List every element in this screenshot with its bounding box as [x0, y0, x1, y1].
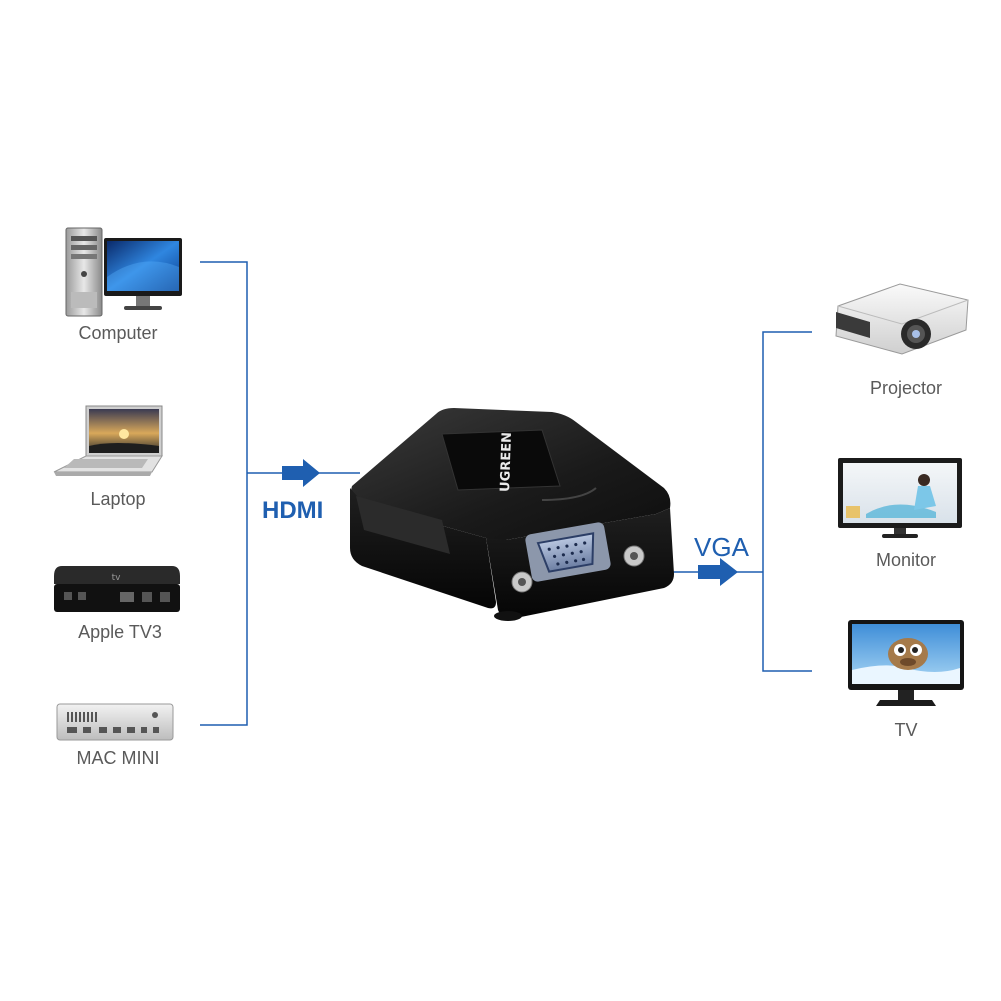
mac-mini-icon	[56, 703, 174, 741]
laptop-icon	[53, 405, 163, 476]
apple-tv-icon: tv	[54, 566, 180, 612]
svg-text:tv: tv	[112, 573, 122, 583]
svg-text:UGREEN: UGREEN	[498, 432, 515, 492]
output-label-projector: Projector	[869, 378, 943, 398]
input-line-computer	[200, 261, 248, 726]
hdmi-label: HDMI	[262, 497, 324, 524]
tv-icon	[848, 620, 964, 706]
projector-icon	[835, 283, 969, 355]
vga-label: VGA	[694, 532, 749, 562]
input-label-apple-tv: Apple TV3	[78, 622, 162, 642]
input-label-laptop: Laptop	[90, 489, 146, 509]
input-label-computer: Computer	[78, 323, 158, 343]
desktop-computer-icon	[65, 227, 182, 317]
output-line	[762, 331, 812, 672]
output-label-monitor: Monitor	[875, 550, 937, 570]
monitor-icon	[838, 458, 962, 538]
input-label-mac-mini: MAC MINI	[76, 748, 160, 768]
hdmi-arrow-icon	[282, 459, 320, 487]
output-label-tv: TV	[894, 720, 918, 740]
hdmi-to-vga-adapter-icon: UGREEN	[350, 408, 674, 621]
vga-arrow-icon	[698, 558, 738, 586]
